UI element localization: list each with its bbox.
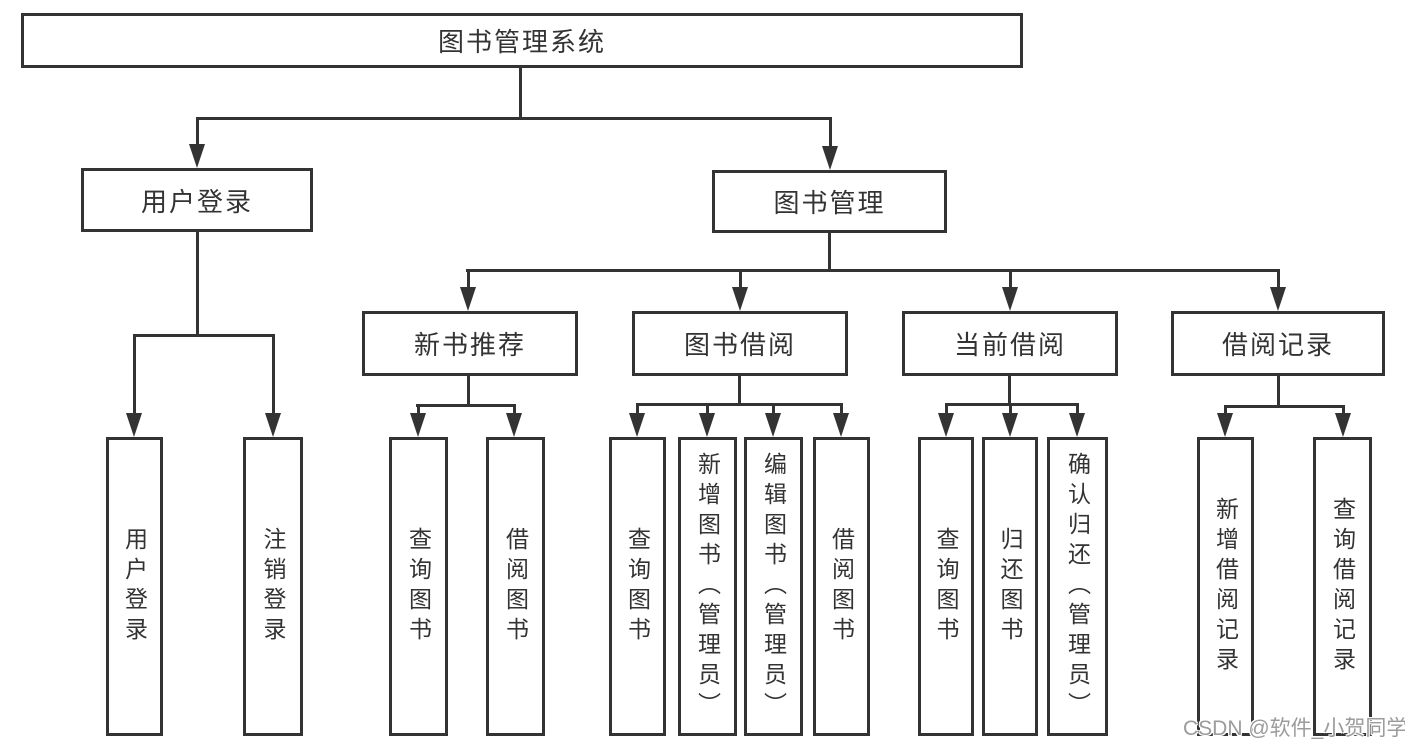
leaf-return-books: 归还图书 — [982, 437, 1038, 736]
leaf-query-books-1: 查询图书 — [389, 437, 448, 736]
arrow-head — [822, 146, 838, 170]
leaf-query-borrow-record: 查询借阅记录 — [1313, 437, 1372, 736]
connector-borrowing-rail — [636, 403, 843, 406]
arrow-down-icon-records — [1270, 269, 1286, 311]
node-root-library-system: 图书管理系统 — [21, 13, 1023, 68]
connector-login-rail — [133, 334, 275, 337]
arrow-head — [1270, 287, 1286, 311]
leaf-query-books-2: 查询图书 — [609, 437, 666, 736]
leaf-add-books-admin: 新增图书（管理员） — [678, 437, 737, 736]
arrow-shaft — [512, 404, 516, 419]
node-book-management: 图书管理 — [712, 170, 947, 233]
arrow-shaft — [1276, 269, 1280, 293]
arrow-down-icon-return — [1002, 403, 1018, 437]
arrow-shaft — [466, 269, 470, 293]
node-borrow-records: 借阅记录 — [1171, 311, 1385, 376]
arrow-shaft — [271, 334, 275, 419]
arrow-shaft — [1008, 269, 1012, 293]
arrow-down-icon-add-books — [699, 403, 715, 437]
arrow-head — [833, 413, 849, 437]
arrow-head — [1002, 413, 1018, 437]
arrow-head — [506, 413, 522, 437]
leaf-borrow-books-1: 借阅图书 — [486, 437, 545, 736]
arrow-down-icon-query2 — [629, 403, 645, 437]
arrow-shaft — [195, 117, 199, 150]
arrow-shaft — [1008, 403, 1012, 419]
arrow-down-icon-query3 — [938, 403, 954, 437]
arrow-shaft — [738, 269, 742, 293]
connector-borrowing-stem — [738, 376, 741, 405]
csdn-watermark: CSDN @软件_小贺同学 — [1183, 717, 1405, 740]
arrow-head — [629, 413, 645, 437]
connector-newbook-rail — [416, 404, 516, 407]
arrow-down-icon-query-record — [1335, 405, 1351, 437]
arrow-down-icon-borrowing — [732, 269, 748, 311]
connector-root-rail — [196, 117, 832, 120]
arrow-down-icon-current — [1002, 269, 1018, 311]
connector-mgmt-rail — [466, 269, 1280, 272]
arrow-head — [410, 413, 426, 437]
arrow-head — [1335, 413, 1351, 437]
connector-records-stem — [1277, 376, 1280, 407]
arrow-head — [1217, 413, 1233, 437]
arrow-head — [765, 413, 781, 437]
arrow-down-icon-edit-books — [765, 403, 781, 437]
arrow-shaft — [1223, 405, 1227, 419]
arrow-down-icon-query1 — [410, 404, 426, 437]
node-new-book-recommend: 新书推荐 — [362, 311, 578, 376]
arrow-down-icon-user-login — [189, 117, 205, 168]
connector-current-rail — [945, 403, 1079, 406]
arrow-shaft — [132, 334, 136, 419]
connector-root-stem — [519, 68, 522, 120]
leaf-confirm-return-admin: 确认归还（管理员） — [1047, 437, 1108, 736]
arrow-shaft — [1075, 403, 1079, 419]
arrow-down-icon-add-record — [1217, 405, 1233, 437]
connector-newbook-stem — [467, 376, 470, 406]
arrow-head — [126, 413, 142, 437]
node-book-borrowing: 图书借阅 — [632, 311, 848, 376]
arrow-shaft — [839, 403, 843, 419]
arrow-shaft — [635, 403, 639, 419]
leaf-logout: 注销登录 — [243, 437, 303, 736]
arrow-shaft — [944, 403, 948, 419]
node-current-borrowing: 当前借阅 — [902, 311, 1118, 376]
arrow-shaft — [705, 403, 709, 419]
connector-login-stem — [196, 232, 199, 336]
arrow-shaft — [1341, 405, 1345, 419]
connector-current-stem — [1008, 376, 1011, 405]
arrow-shaft — [771, 403, 775, 419]
arrow-head — [189, 144, 205, 168]
arrow-head — [1002, 287, 1018, 311]
arrow-head — [1069, 413, 1085, 437]
arrow-down-icon-leaf-logout — [265, 334, 281, 437]
leaf-borrow-books-2: 借阅图书 — [813, 437, 870, 736]
leaf-user-login: 用户登录 — [106, 437, 163, 736]
leaf-edit-books-admin: 编辑图书（管理员） — [744, 437, 803, 736]
arrow-down-icon-borrow1 — [506, 404, 522, 437]
arrow-head — [938, 413, 954, 437]
arrow-head — [699, 413, 715, 437]
arrow-head — [732, 287, 748, 311]
connector-mgmt-stem — [828, 233, 831, 271]
arrow-head — [460, 287, 476, 311]
arrow-down-icon-book-mgmt — [822, 117, 838, 170]
arrow-down-icon-confirm-return — [1069, 403, 1085, 437]
arrow-shaft — [828, 117, 832, 152]
arrow-head — [265, 413, 281, 437]
arrow-down-icon-newbook — [460, 269, 476, 311]
arrow-down-icon-borrow2 — [833, 403, 849, 437]
connector-records-rail — [1224, 405, 1345, 408]
arrow-down-icon-leaf-login — [126, 334, 142, 437]
leaf-add-borrow-record: 新增借阅记录 — [1197, 437, 1254, 736]
leaf-query-books-3: 查询图书 — [918, 437, 974, 736]
node-user-login: 用户登录 — [81, 168, 313, 232]
arrow-shaft — [416, 404, 420, 419]
